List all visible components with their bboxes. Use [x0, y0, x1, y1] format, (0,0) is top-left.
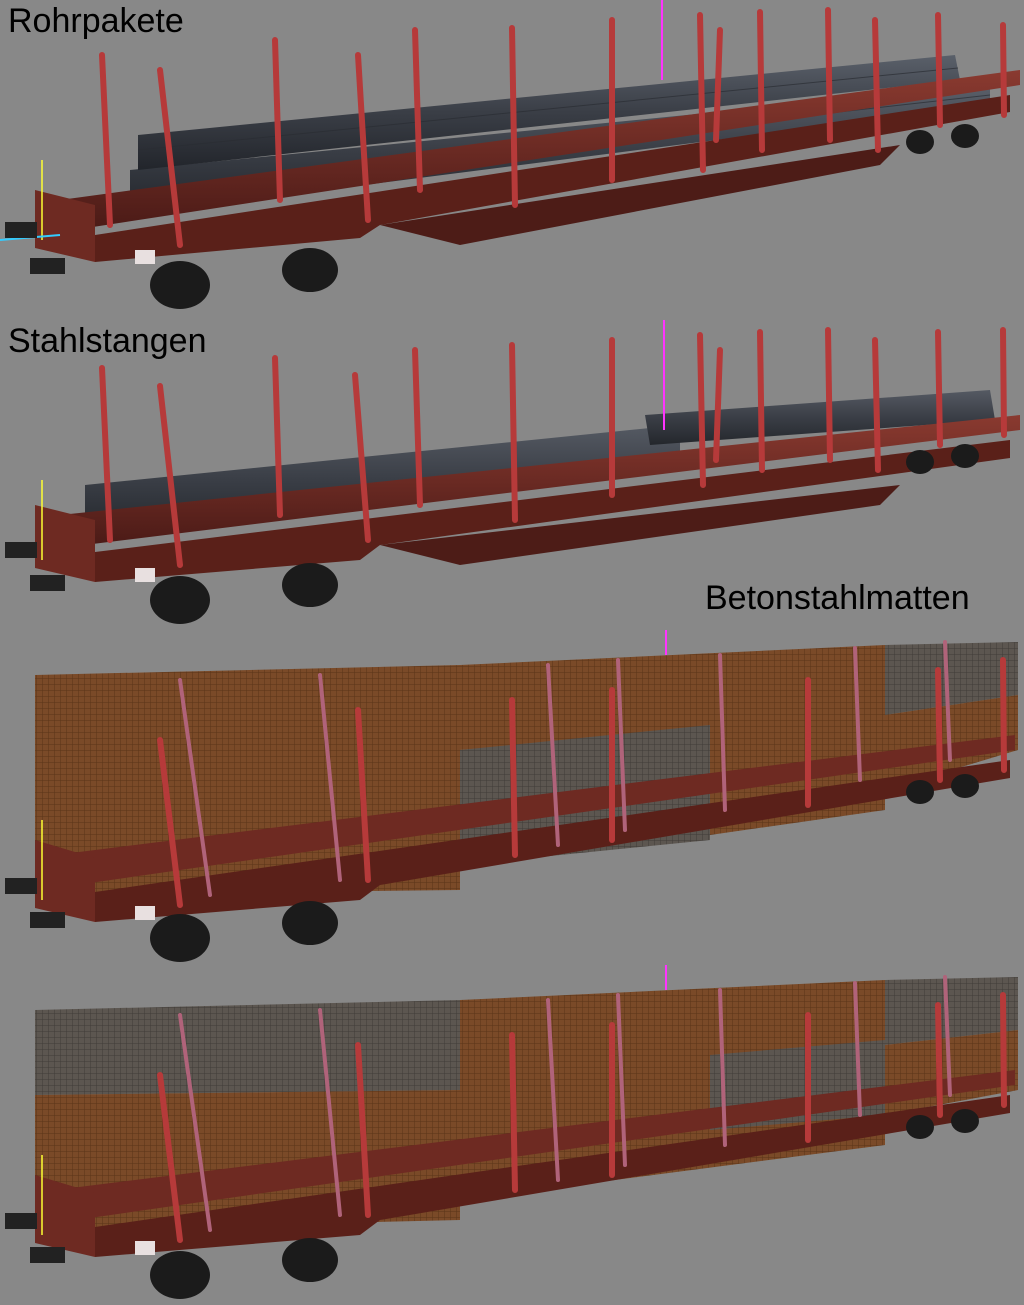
- wagon-betonstahlmatten-2-render: [5, 965, 1018, 1299]
- wagon-end: [35, 1175, 95, 1257]
- steel-bars-rear: [645, 390, 995, 445]
- wagon-end: [35, 190, 95, 262]
- wagon-deck: [60, 415, 1020, 548]
- mesh-stack-right-top: [885, 642, 1018, 715]
- mesh-stack-right-bottom: [885, 695, 1018, 790]
- wagon-sidebeam: [95, 95, 1010, 262]
- wagon-stahlstangen: [0, 320, 1024, 640]
- wagon-rohrpakete-render: [0, 0, 1020, 309]
- mesh-stack-left-top: [35, 1000, 460, 1095]
- pipe-bundle-upper: [138, 55, 960, 170]
- label-rohrpakete: Rohrpakete: [8, 2, 184, 40]
- wagon-stahlstangen-render: [5, 320, 1020, 624]
- wagon-deck: [55, 735, 1015, 888]
- wagon-end: [35, 840, 95, 922]
- wagon-sidebeam: [95, 1095, 1010, 1257]
- wagon-end: [35, 505, 95, 582]
- wagon-fishbelly: [380, 145, 900, 245]
- wagon-fishbelly: [380, 485, 900, 565]
- wagon-rohrpakete: [0, 0, 1024, 320]
- wagon-deck: [60, 70, 1020, 232]
- wagon-betonstahlmatten-2: [0, 965, 1024, 1305]
- label-betonstahlmatten: Betonstahlmatten: [705, 579, 970, 617]
- label-stahlstangen: Stahlstangen: [8, 322, 207, 360]
- wagon-deck: [55, 1070, 1015, 1223]
- wagon-sidebeam: [95, 440, 1010, 582]
- wagon-betonstahlmatten-1-render: [5, 630, 1018, 962]
- mesh-stack-right-top: [885, 977, 1018, 1045]
- wagon-betonstahlmatten-1: [0, 630, 1024, 970]
- wagon-sidebeam: [95, 760, 1010, 922]
